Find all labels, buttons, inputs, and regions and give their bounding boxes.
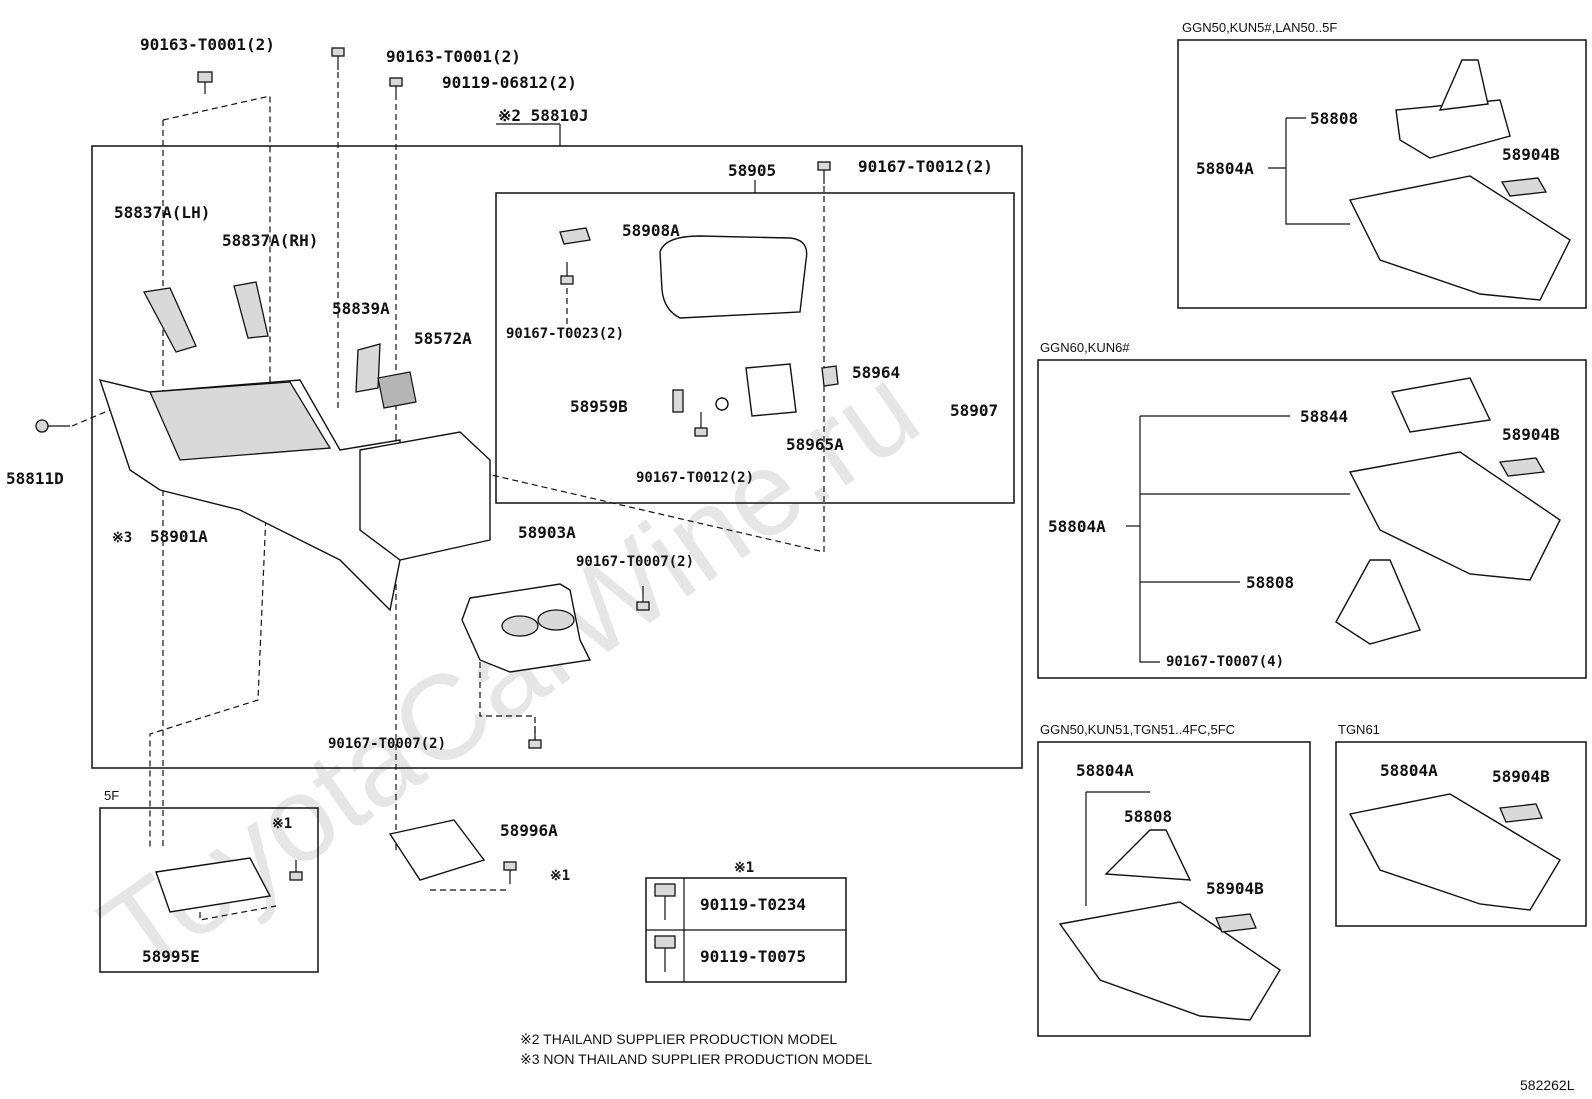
label-tr-58808: 58808 [1310, 109, 1358, 128]
box-ggn50-kun51 [1037, 741, 1311, 1037]
side-panel-58837A-lh [142, 287, 197, 353]
header-ggn50-5f: GGN50,KUN5#,LAN50..5F [1182, 20, 1337, 35]
label-58905: 58905 [728, 161, 776, 180]
bolt-icon [560, 262, 574, 285]
bolt-icon [817, 161, 831, 184]
label-58908A: 58908A [622, 221, 680, 240]
label-58901A: 58901A [150, 527, 208, 546]
console-box [359, 431, 491, 561]
bolt-icon [289, 860, 303, 881]
clip-58904B-c [1215, 913, 1257, 933]
bolt-icon [636, 586, 650, 611]
label-58572A: 58572A [414, 329, 472, 348]
bracket-58572A [377, 371, 417, 409]
header-5f: 5F [104, 788, 119, 803]
bracket-58996A [388, 819, 486, 881]
label-58811D: 58811D [6, 469, 64, 488]
label-br-58904B: 58904B [1492, 767, 1550, 786]
label-58964: 58964 [852, 363, 900, 382]
bolt-icon [654, 883, 676, 920]
label-90167-T0012-mid: 90167-T0012(2) [636, 470, 754, 486]
bolt-icon [331, 47, 345, 70]
label-90163-T0001-b: 90163-T0001(2) [386, 47, 521, 66]
label-mr-58808: 58808 [1246, 573, 1294, 592]
label-bl-58904B: 58904B [1206, 879, 1264, 898]
armrest-lid [659, 235, 808, 319]
label-90119-06812: 90119-06812(2) [442, 73, 577, 92]
legend-table-title: ※1 [734, 860, 754, 876]
label-58810J: ※2 58810J [498, 106, 588, 125]
label-tr-58904B: 58904B [1502, 145, 1560, 164]
label-58965A: 58965A [786, 435, 844, 454]
clip-58904B-d [1499, 803, 1543, 823]
label-bl-58804A: 58804A [1076, 761, 1134, 780]
spring-58965A [715, 397, 729, 411]
label-mr-58804A: 58804A [1048, 517, 1106, 536]
label-br-58804A: 58804A [1380, 761, 1438, 780]
header-tgn61: TGN61 [1338, 722, 1380, 737]
label-90163-T0001-a: 90163-T0001(2) [140, 35, 275, 54]
header-ggn50-kun51: GGN50,KUN51,TGN51..4FC,5FC [1040, 722, 1235, 737]
clip-58904B-a [1500, 177, 1548, 197]
label-mr-58844: 58844 [1300, 407, 1348, 426]
label-tr-58804A: 58804A [1196, 159, 1254, 178]
label-58907: 58907 [950, 401, 998, 420]
label-58995E: 58995E [142, 947, 200, 966]
label-58901A-mark: ※3 [112, 530, 132, 546]
box-ggn50-5f [1177, 39, 1587, 309]
diagram-code: 582262L [1520, 1077, 1575, 1093]
lock-58907 [745, 363, 797, 417]
legend-row-2: 90119-T0075 [700, 947, 806, 966]
label-mr-90167: 90167-T0007(4) [1166, 654, 1284, 670]
shift-boot-58808-b [1335, 559, 1421, 645]
note-1: ※2 THAILAND SUPPLIER PRODUCTION MODEL [520, 1031, 837, 1047]
label-58839A: 58839A [332, 299, 390, 318]
bolt-icon [654, 935, 676, 972]
label-90167-T0023: 90167-T0023(2) [506, 326, 624, 342]
label-mr-58904B: 58904B [1502, 425, 1560, 444]
label-58959B: 58959B [570, 397, 628, 416]
bracket-58995E [155, 857, 272, 913]
note-2: ※3 NON THAILAND SUPPLIER PRODUCTION MODE… [520, 1051, 872, 1067]
header-ggn60: GGN60,KUN6# [1040, 340, 1130, 355]
hinge-58908A [559, 227, 591, 245]
label-58903A: 58903A [518, 523, 576, 542]
ring-58844 [1390, 377, 1492, 433]
bolt-icon [389, 77, 403, 100]
console-trim-58804A-b [1348, 451, 1561, 581]
label-58837A-lh: 58837A(LH) [114, 203, 210, 222]
clip-58904B-b [1498, 457, 1546, 477]
pad-58839A [355, 343, 381, 393]
console-trim-58804A-a [1348, 175, 1571, 301]
label-90167-T0007-b: 90167-T0007(2) [328, 736, 446, 752]
5f-frame [99, 807, 319, 973]
label-90167-T0012-top: 90167-T0012(2) [858, 157, 993, 176]
bolt-icon [694, 412, 708, 437]
label-bl-58808: 58808 [1124, 807, 1172, 826]
legend-row-1: 90119-T0234 [700, 895, 806, 914]
push-clip-icon [35, 419, 70, 433]
bolt-icon [503, 861, 517, 884]
side-panel-58837A-rh [233, 281, 269, 339]
label-58996A: 58996A [500, 821, 558, 840]
clip-icon [672, 389, 684, 413]
label-mark1-b: ※1 [550, 868, 570, 884]
label-mark1-a: ※1 [272, 816, 292, 832]
label-58837A-rh: 58837A(RH) [222, 231, 318, 250]
clip-58964 [821, 365, 839, 387]
shift-boot-58808-c [1104, 829, 1192, 881]
label-90167-T0007-a: 90167-T0007(2) [576, 554, 694, 570]
main-assembly-frame [91, 145, 1023, 769]
box-tgn61 [1335, 741, 1587, 927]
console-trim-58804A-c [1058, 901, 1281, 1021]
console-trim-58804A-d [1348, 793, 1561, 911]
box-ggn60 [1037, 359, 1587, 679]
bolt-icon [197, 71, 213, 94]
